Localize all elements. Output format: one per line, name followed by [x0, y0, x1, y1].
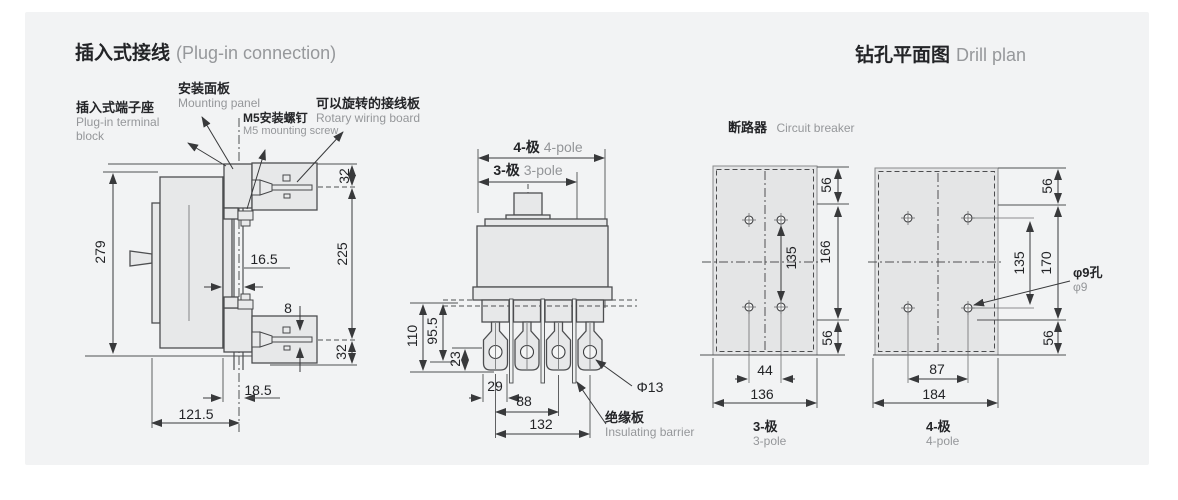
insulating-barrier — [509, 298, 514, 384]
terminal-block-bottom — [223, 307, 253, 353]
pole-segment — [512, 299, 542, 323]
dim-32-top: 32 — [336, 168, 352, 184]
leader-insulating-barrier — [576, 381, 607, 425]
dim-88: 88 — [516, 393, 532, 409]
dim-279: 279 — [92, 240, 108, 264]
drill-header: 断路器 Circuit breaker — [728, 120, 855, 135]
breaker-handle — [129, 250, 153, 267]
label-4pole: 4-极 4-pole — [926, 419, 960, 448]
dim-32-bottom: 32 — [333, 344, 349, 360]
pole-segment — [544, 299, 573, 323]
title-left-zh: 插入式接线 — [75, 43, 171, 64]
callout-insulating-barrier: 绝缘板 Insulating barrier — [605, 410, 695, 439]
title-right-zh: 钻孔平面图 — [855, 45, 951, 66]
dim-135-4p: 135 — [1011, 251, 1027, 275]
terminal-lug — [577, 321, 603, 371]
dim-44: 44 — [757, 362, 773, 378]
terminal-lug — [482, 321, 509, 371]
m5-screw-bottom — [237, 299, 254, 310]
plug-blade-bottom — [271, 336, 313, 343]
label-3pole: 3-极 3-pole — [753, 419, 787, 448]
dim-phi13: Φ13 — [636, 379, 664, 395]
dim-56-top-3p: 56 — [818, 177, 834, 193]
breaker-body-side — [159, 176, 224, 349]
leader-m5-screw — [246, 149, 266, 210]
dim-29: 29 — [487, 378, 503, 394]
insulating-barrier — [572, 298, 577, 384]
dim-184: 184 — [922, 386, 946, 402]
breaker-front-plate — [151, 202, 161, 324]
callout-phi9-hole: φ9孔 φ9 — [1073, 265, 1103, 294]
callout-m5-screw: M5安装螺钉 M5 mounting screw — [243, 111, 339, 138]
plug-blade-top — [271, 184, 313, 191]
dim-95-5: 95.5 — [424, 317, 440, 345]
pole-segment — [575, 299, 605, 323]
dim-170: 170 — [1038, 251, 1054, 275]
dim-166: 166 — [817, 240, 833, 264]
callout-mounting-panel: 安装面板 Mounting panel — [178, 81, 261, 110]
terminal-lug — [514, 321, 540, 371]
dim-225: 225 — [334, 242, 350, 266]
side-view — [85, 116, 357, 432]
leader-phi9-hole — [973, 280, 1071, 307]
dim-56-bottom-4p: 56 — [1040, 330, 1056, 346]
title-right-en: Drill plan — [956, 45, 1027, 65]
dim-132: 132 — [529, 416, 553, 432]
dim-16-5: 16.5 — [250, 251, 278, 267]
callout-terminal-block: 插入式端子座 Plug-in terminal block — [76, 100, 160, 143]
section-title-left: 插入式接线(Plug-in connection) — [75, 38, 336, 65]
front-view — [410, 149, 637, 438]
dim-110: 110 — [404, 324, 420, 348]
dim-121-5: 121.5 — [178, 406, 214, 422]
dim-56-bottom-3p: 56 — [819, 330, 835, 346]
insulating-barrier — [540, 298, 545, 384]
title-left-en: (Plug-in connection) — [176, 43, 337, 63]
dim-8: 8 — [284, 300, 292, 316]
drill-plan-4pole — [868, 167, 1071, 408]
leader-mounting-panel — [201, 116, 234, 170]
dim-136: 136 — [750, 386, 774, 402]
dim-135-3p: 135 — [783, 246, 799, 270]
terminal-lug — [545, 321, 572, 371]
dim-56-top-4p: 56 — [1039, 178, 1055, 194]
drill-plan-3pole — [700, 165, 849, 408]
dim-18-5: 18.5 — [244, 382, 272, 398]
dim-87: 87 — [929, 361, 945, 377]
dim-23: 23 — [447, 351, 463, 367]
leader-rotary-board — [296, 131, 344, 183]
breaker-body-front — [476, 225, 609, 288]
terminal-block-top — [223, 163, 253, 209]
callout-rotary-board: 可以旋转的接线板 Rotary wiring board — [316, 96, 421, 125]
leader-terminal-block — [187, 142, 227, 167]
pole-segment — [481, 299, 510, 323]
m5-screw-top — [237, 210, 254, 221]
breaker-toggle — [513, 192, 543, 216]
leader-phi13 — [595, 359, 633, 387]
